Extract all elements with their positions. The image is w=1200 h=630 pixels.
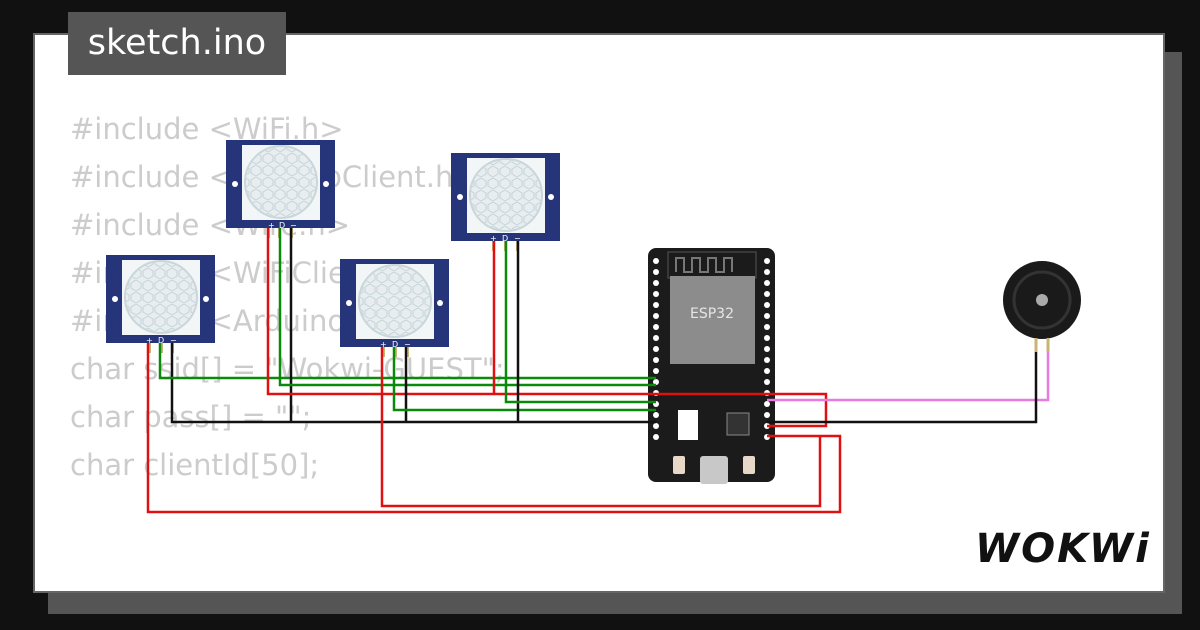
pir-pin-label: D — [502, 234, 508, 243]
wire-power — [146, 343, 842, 514]
code-line: char clientId[50]; — [70, 448, 320, 482]
pir-pin-label: + — [380, 340, 387, 349]
esp32-board[interactable]: ESP32 — [648, 248, 775, 484]
pir-pin-label: + — [146, 336, 153, 345]
wires — [146, 228, 1050, 514]
pir-pin-label: D — [279, 221, 285, 230]
wire-buzzer-ground — [767, 352, 1038, 424]
wire-data — [158, 343, 656, 380]
esp32-right-header — [764, 258, 770, 440]
pir-pin-label: + — [268, 221, 275, 230]
pir-pin-label: − — [290, 221, 297, 230]
pir-sensor-3[interactable]: + D − — [106, 255, 215, 353]
code-line: char pass[] = ""; — [70, 400, 312, 434]
pir-pin-label: D — [158, 336, 164, 345]
pir-sensor-1[interactable]: + D − — [226, 140, 335, 238]
wire-data — [504, 241, 656, 404]
code-line: char ssid[] = "Wokwi-GUEST"; — [70, 352, 505, 386]
esp32-chip-label: ESP32 — [690, 306, 734, 322]
pir-pin-label: + — [490, 234, 497, 243]
pir-pin-label: − — [514, 234, 521, 243]
wire-power — [266, 228, 828, 428]
pir-pin-label: − — [170, 336, 177, 345]
wire-data — [392, 347, 656, 412]
pir-pin-label: D — [392, 340, 398, 349]
wokwi-logo: WOKWi — [975, 526, 1151, 572]
file-tab[interactable]: sketch.ino — [68, 12, 286, 75]
pir-sensor-2[interactable]: + D − — [451, 153, 560, 251]
pir-pin-label: − — [404, 340, 411, 349]
wire-data — [278, 228, 656, 387]
buzzer[interactable] — [1003, 261, 1081, 352]
wire-buzzer-signal — [767, 352, 1050, 402]
pir-sensor-4[interactable]: + D − — [340, 259, 449, 357]
wire-power — [380, 347, 822, 508]
wire-ground — [170, 343, 656, 424]
